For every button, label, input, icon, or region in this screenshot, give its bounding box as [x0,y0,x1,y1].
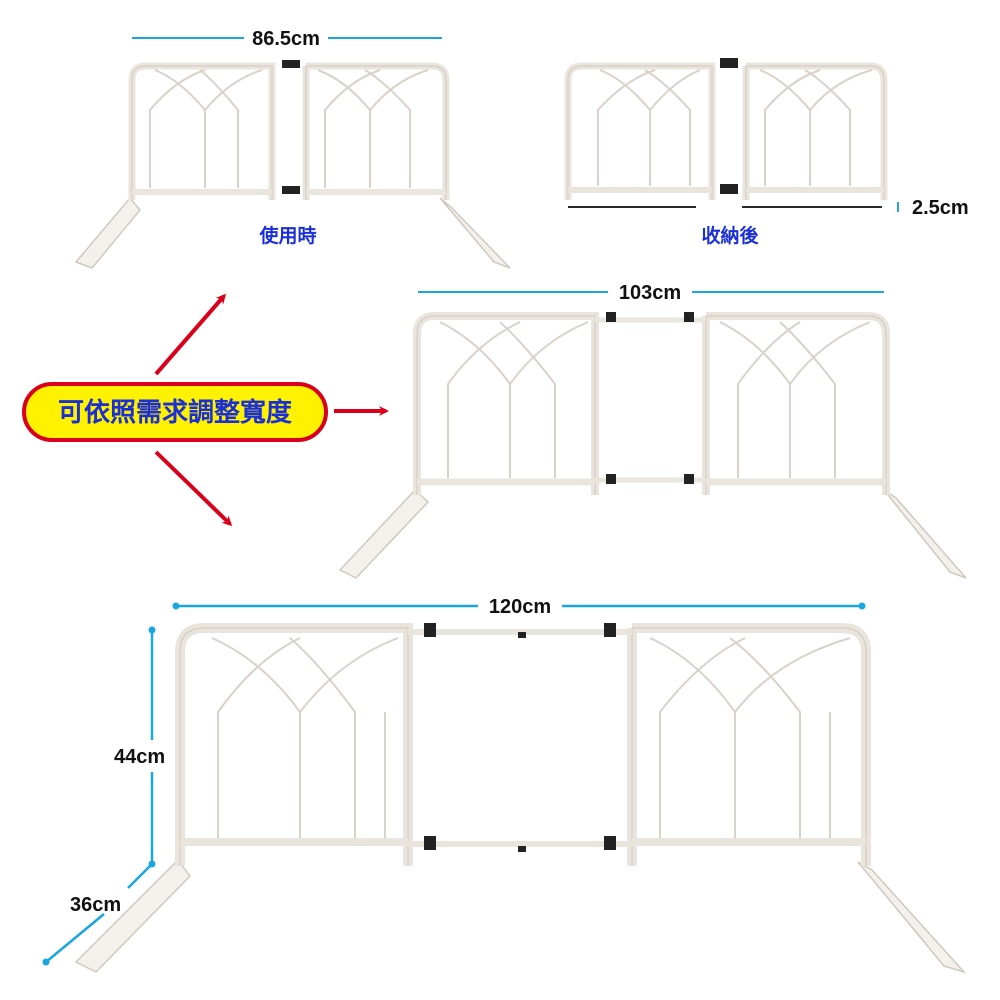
fence-stored [564,58,888,208]
dim-label-thickness: 2.5cm [912,197,969,219]
caption-stored: 收納後 [701,224,759,247]
badge-text: 可依照需求調整寬度 [58,397,292,428]
caption-in-use: 使用時 [258,225,316,247]
adjustable-width-badge: 可依照需求調整寬度 [22,382,328,442]
dim-label-height: 44cm [114,746,165,768]
arrow-up-right-icon [154,293,226,376]
dim-line-depth [127,863,153,889]
fence-in-use [74,60,511,269]
fence-mid-width [338,312,967,579]
fence-max-width [74,623,967,974]
dim-label-width-max: 120cm [489,596,551,618]
dim-line-depth-lower [45,913,105,963]
arrow-down-right-icon [154,450,233,527]
dim-label-depth: 36cm [70,894,121,916]
dim-label-width-mid: 103cm [619,282,681,304]
dim-label-width-folded: 86.5cm [252,28,320,50]
